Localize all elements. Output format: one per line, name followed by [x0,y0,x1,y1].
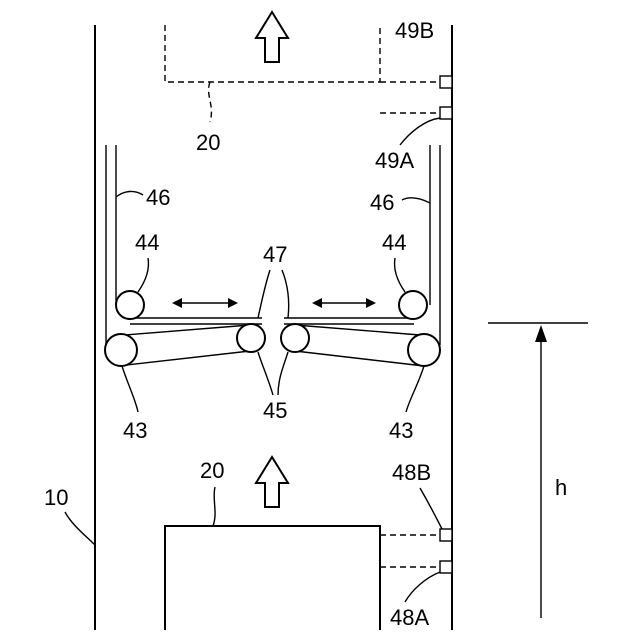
label-46-left: 46 [146,185,170,210]
belt-right-lower-top [295,325,420,335]
label-48b: 48B [392,460,431,485]
double-arrow-icon-left [172,298,238,308]
sensor-49b [440,76,452,88]
wall-10-leader [65,512,95,545]
roller-44-right [399,291,427,319]
roller-43-right-leader [406,366,424,412]
up-arrow-icon-middle [256,457,288,507]
label-46-right: 46 [370,190,394,215]
label-h: h [555,475,567,500]
up-arrow-icon-top [256,12,288,62]
object-lower [165,526,380,630]
roller-45-leader-right [278,352,288,395]
roller-44-left-leader [138,258,148,292]
label-20-top: 20 [196,130,220,155]
label-44-right: 44 [382,230,406,255]
belt-left-lower-top [125,325,250,335]
label-20-bottom: 20 [200,458,224,483]
roller-43-left-leader [122,366,138,412]
roller-43-left [105,334,137,366]
label-48a: 48A [390,605,429,630]
object-lower-leader [213,487,215,526]
belt-left-lower-bottom [118,351,250,366]
sensor-48a-leader [405,572,440,602]
height-arrow-icon [535,325,547,342]
label-49b: 49B [395,18,434,43]
roller-44-right-leader [395,258,405,292]
label-45: 45 [263,398,287,423]
label-43-right: 43 [389,418,413,443]
label-44-left: 44 [135,230,159,255]
sensor-49a-leader [400,118,440,145]
double-arrow-icon-right [312,298,376,308]
belt-right-lower-bottom [295,351,424,366]
label-47: 47 [263,242,287,267]
sensor-48b [440,529,452,541]
label-10: 10 [44,485,68,510]
label-49a: 49A [375,148,414,173]
sensor-49a [440,107,452,119]
gap-47-leader-left [258,270,270,318]
belt-46-left-leader [116,191,143,197]
roller-44-left [116,291,144,319]
roller-45-leader-left [258,352,273,395]
sensor-48a [440,561,452,573]
roller-43-right [408,334,440,366]
object-upper-dashed [165,25,380,82]
label-43-left: 43 [123,418,147,443]
sensor-48b-leader [420,488,442,529]
object-upper-leader [209,82,212,122]
roller-45-right [281,324,309,352]
gap-47-leader-right [282,270,289,318]
roller-45-left [237,324,265,352]
belt-46-right-leader [402,198,430,203]
